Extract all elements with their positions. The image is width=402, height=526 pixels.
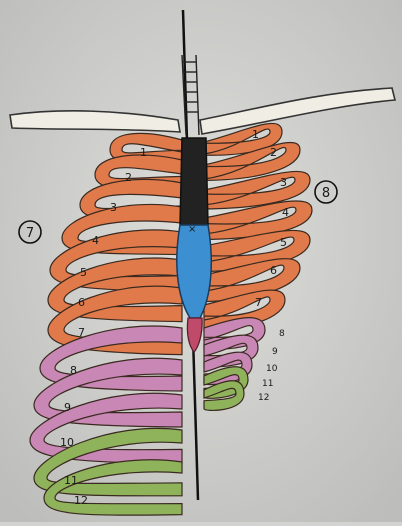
left-rib-number: 12 xyxy=(74,494,88,507)
left-rib-number: 7 xyxy=(78,326,85,339)
right-rib-number: 3 xyxy=(280,176,287,189)
right-rib-number: 7 xyxy=(255,296,262,309)
right-side-marker-text: 8 xyxy=(322,186,330,201)
right-rib-number: 11 xyxy=(262,379,273,389)
manubrium xyxy=(180,138,208,225)
left-rib-number: 3 xyxy=(110,201,117,214)
right-rib-number: 4 xyxy=(282,206,289,219)
left-rib-number: 11 xyxy=(64,474,78,487)
right-rib-number: 5 xyxy=(280,236,287,249)
right-rib-number: 8 xyxy=(279,329,285,339)
right-rib-number: 9 xyxy=(272,347,278,357)
left-rib-number: 5 xyxy=(80,266,87,279)
left-rib-number: 9 xyxy=(64,401,71,414)
right-rib-number: 1 xyxy=(252,128,259,141)
right-rib-number: 2 xyxy=(270,146,277,159)
left-rib-number: 8 xyxy=(70,364,77,377)
left-rib-number: 2 xyxy=(125,171,132,184)
sternal-mark: × xyxy=(188,224,196,235)
right-rib-number: 6 xyxy=(270,264,277,277)
left-rib-number: 6 xyxy=(78,296,85,309)
left-rib-number: 4 xyxy=(92,234,99,247)
right-rib-number: 10 xyxy=(266,364,278,374)
left-rib-number: 1 xyxy=(140,146,147,159)
left-rib-number: 10 xyxy=(60,436,74,449)
right-rib-number: 12 xyxy=(258,393,269,403)
left-side-marker-text: 7 xyxy=(26,226,34,241)
